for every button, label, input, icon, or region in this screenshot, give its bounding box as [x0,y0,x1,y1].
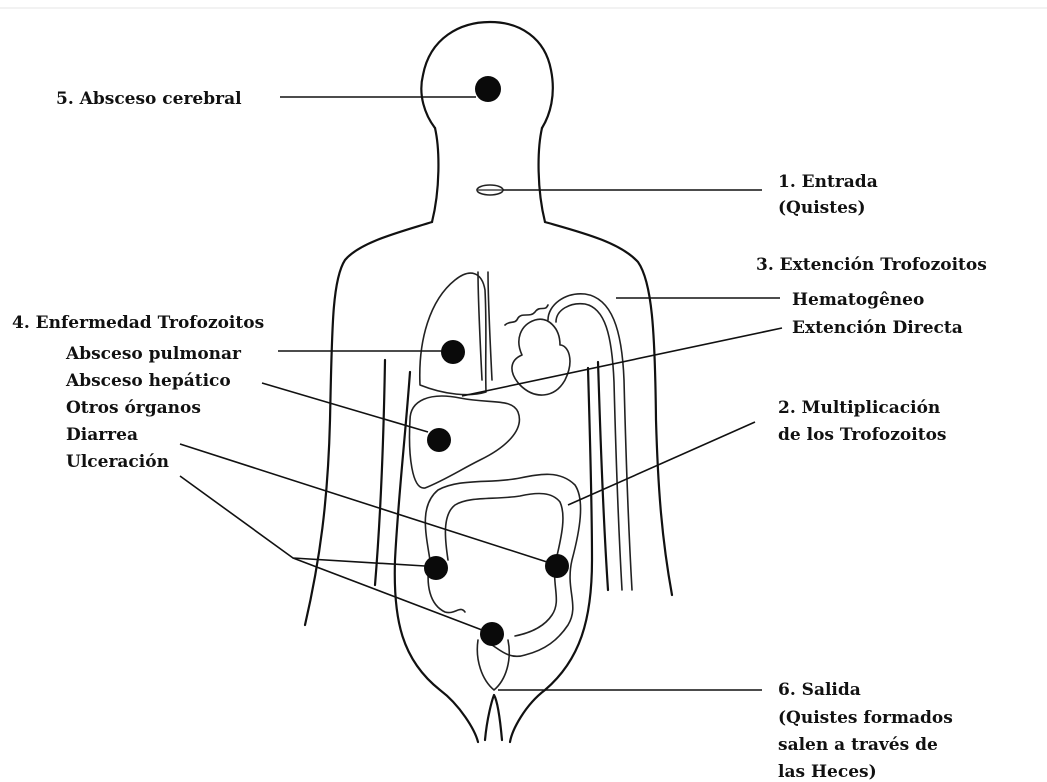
liver-outline [410,396,520,488]
lung-outline [420,273,486,394]
cecum-lesion-dot [424,556,448,580]
crotch [485,695,502,740]
heart-vessels [505,305,548,325]
brain-lesion-dot [475,76,501,102]
label-absceso-pulmonar: Absceso pulmonar [65,344,242,364]
rectum-lesion-dot [480,622,504,646]
label-salen-a-traves: salen a través de [778,735,938,755]
label-absceso-hepatico: Absceso hepático [65,371,231,391]
leader-extencion-directa [462,328,782,396]
label-salida: 6. Salida [778,680,861,700]
label-quistes: (Quistes) [778,198,866,218]
label-enfermedad-trofozoitos: 4. Enfermedad Trofozoitos [12,313,264,333]
leader-multiplicacion [568,422,755,505]
neck-left [432,128,438,222]
label-de-los-trofozoitos: de los Trofozoitos [778,425,946,445]
leader-absceso-hepatico [262,383,428,432]
torso-right [510,368,592,742]
label-absceso-cerebral: 5. Absceso cerebral [56,89,242,109]
label-otros-organos: Otros órganos [66,398,201,418]
label-diarrea: Diarrea [66,425,138,445]
rectum [477,640,509,690]
label-las-heces: las Heces) [778,762,877,782]
label-multiplicacion: 2. Multiplicación [778,398,940,418]
neck-right [539,128,545,222]
left-arm-inner [375,360,385,585]
leader-ulceracion-rectum [293,558,482,630]
label-entrada: 1. Entrada [778,172,878,192]
leader-diarrea [180,444,547,562]
right-arm-outer [545,222,672,595]
aorta-vessel-inner [556,304,622,590]
label-ulceracion: Ulceración [66,452,169,472]
label-extencion-trofozoitos: 3. Extención Trofozoitos [756,255,987,275]
head-outline [421,22,552,128]
leader-ulceracion-cecum [180,476,425,566]
label-quistes-formados: (Quistes formados [778,708,953,728]
liver-lesion-dot [427,428,451,452]
label-extencion-directa: Extención Directa [792,318,963,338]
right-arm-inner [598,362,608,590]
lung-lesion-dot [441,340,465,364]
colon-lesion-dot [545,554,569,578]
label-hematogeneo: Hematogêneo [792,290,924,310]
